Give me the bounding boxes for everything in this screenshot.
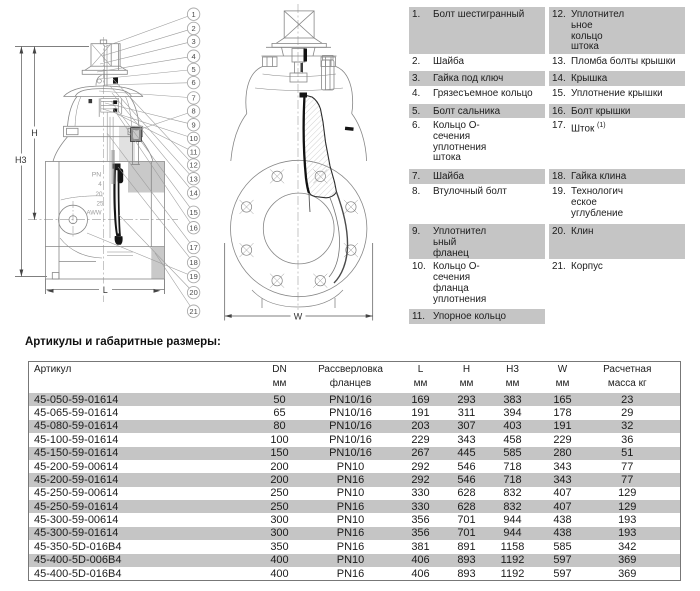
svg-text:H: H [31,128,38,138]
svg-text:H3: H3 [15,155,27,165]
svg-text:10: 10 [189,134,197,143]
svg-text:8: 8 [192,107,196,116]
svg-text:16: 16 [189,223,197,232]
svg-text:3: 3 [192,37,196,46]
svg-text:13: 13 [189,174,197,183]
svg-text:4: 4 [192,52,196,61]
svg-text:2: 2 [192,24,196,33]
svg-text:19: 19 [189,272,197,281]
svg-text:25: 25 [96,201,104,208]
svg-text:11: 11 [190,148,198,157]
svg-text:4: 4 [98,181,102,188]
svg-text:6: 6 [192,78,196,87]
svg-text:L: L [103,285,108,295]
svg-text:21: 21 [189,307,197,316]
svg-text:PN: PN [92,172,102,179]
svg-text:12: 12 [189,161,197,170]
svg-text:20: 20 [95,191,103,198]
svg-text:AWW: AWW [86,211,101,217]
svg-text:20: 20 [189,288,197,297]
svg-text:14: 14 [189,189,197,198]
svg-text:W: W [294,311,303,321]
svg-text:9: 9 [192,120,196,129]
svg-text:17: 17 [189,243,197,252]
svg-text:18: 18 [189,258,197,267]
svg-text:1: 1 [192,10,196,19]
svg-text:5: 5 [192,65,196,74]
svg-text:7: 7 [192,94,196,103]
svg-text:15: 15 [189,208,197,217]
